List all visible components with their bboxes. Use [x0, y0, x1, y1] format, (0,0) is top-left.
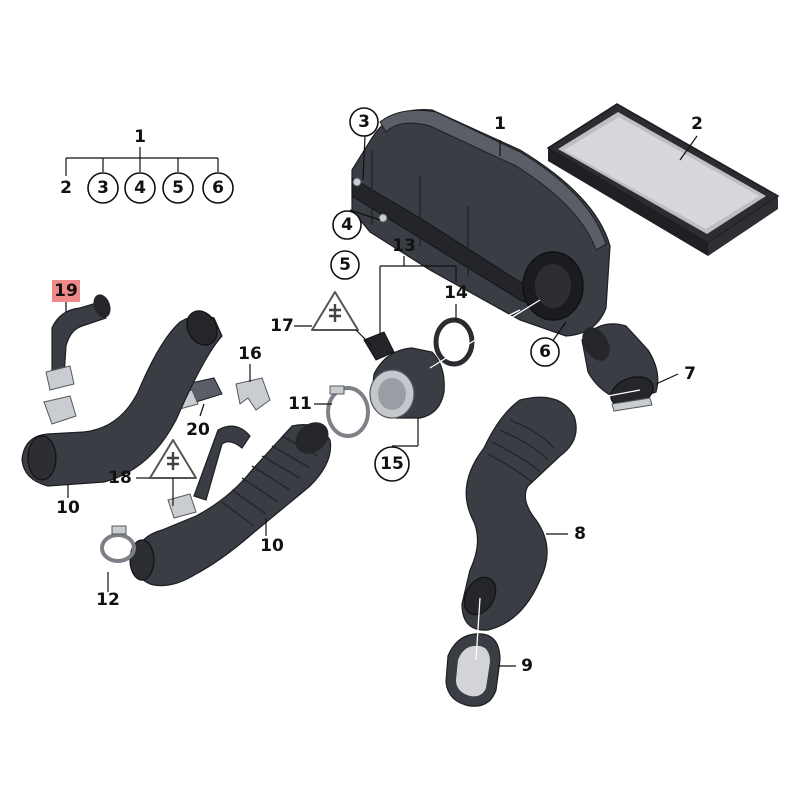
duct-seal [445, 633, 501, 707]
label-part-10-left: 10 [56, 498, 80, 518]
label-part-3: 3 [358, 112, 370, 132]
mounting-bracket [235, 377, 271, 411]
label-part-11: 11 [288, 394, 312, 414]
warning-sign-17 [311, 291, 359, 331]
legend-circle-5 [162, 172, 194, 204]
label-part-20: 20 [186, 420, 210, 440]
highlight-part-19 [52, 280, 80, 302]
vent-hose [45, 294, 111, 391]
air-filter-housing [351, 108, 611, 337]
label-part-17: 17 [270, 316, 294, 336]
intake-duct [461, 396, 577, 631]
label-part-9: 9 [521, 656, 533, 676]
sensor-ring [433, 317, 475, 367]
air-flow-sensor [363, 331, 445, 419]
air-filter-element [546, 103, 780, 256]
label-part-1: 1 [494, 114, 506, 134]
label-circle-4 [332, 210, 362, 240]
label-part-12: 12 [96, 590, 120, 610]
label-part-2: 2 [691, 114, 703, 134]
charge-pipe-left [21, 310, 223, 487]
part-labels: 1 2 3 4 5 6 7 8 9 10 10 11 12 13 14 15 1… [52, 107, 703, 676]
legend-circle-6 [202, 172, 234, 204]
legend-item-5: 5 [172, 178, 184, 198]
legend-item-3: 3 [97, 178, 109, 198]
hose-clamp-upper [326, 385, 370, 438]
label-part-16: 16 [238, 344, 262, 364]
legend-circle-4 [124, 172, 156, 204]
label-part-15: 15 [380, 454, 404, 474]
label-part-13: 13 [392, 236, 416, 256]
label-circle-15 [374, 446, 410, 482]
legend-tree: 1 2 3 4 5 6 [60, 127, 234, 204]
label-part-5: 5 [339, 255, 351, 275]
legend-root-label: 1 [134, 127, 146, 147]
charge-pipe-right [129, 422, 332, 587]
label-part-19: 19 [54, 281, 78, 301]
hose-clamp-lower [100, 525, 136, 563]
label-part-4: 4 [341, 215, 353, 235]
label-part-8: 8 [574, 524, 586, 544]
label-part-18: 18 [108, 468, 132, 488]
label-circle-3 [349, 107, 379, 137]
leader-lines [65, 135, 698, 667]
label-part-10-right: 10 [260, 536, 284, 556]
legend-item-4: 4 [134, 178, 146, 198]
label-part-6: 6 [539, 342, 551, 362]
label-part-14: 14 [444, 283, 468, 303]
label-circle-5 [330, 250, 360, 280]
label-part-7: 7 [684, 364, 696, 384]
legend-circle-3 [87, 172, 119, 204]
legend-item-6: 6 [212, 178, 224, 198]
label-circle-6 [530, 337, 560, 367]
legend-item-2: 2 [60, 178, 72, 198]
